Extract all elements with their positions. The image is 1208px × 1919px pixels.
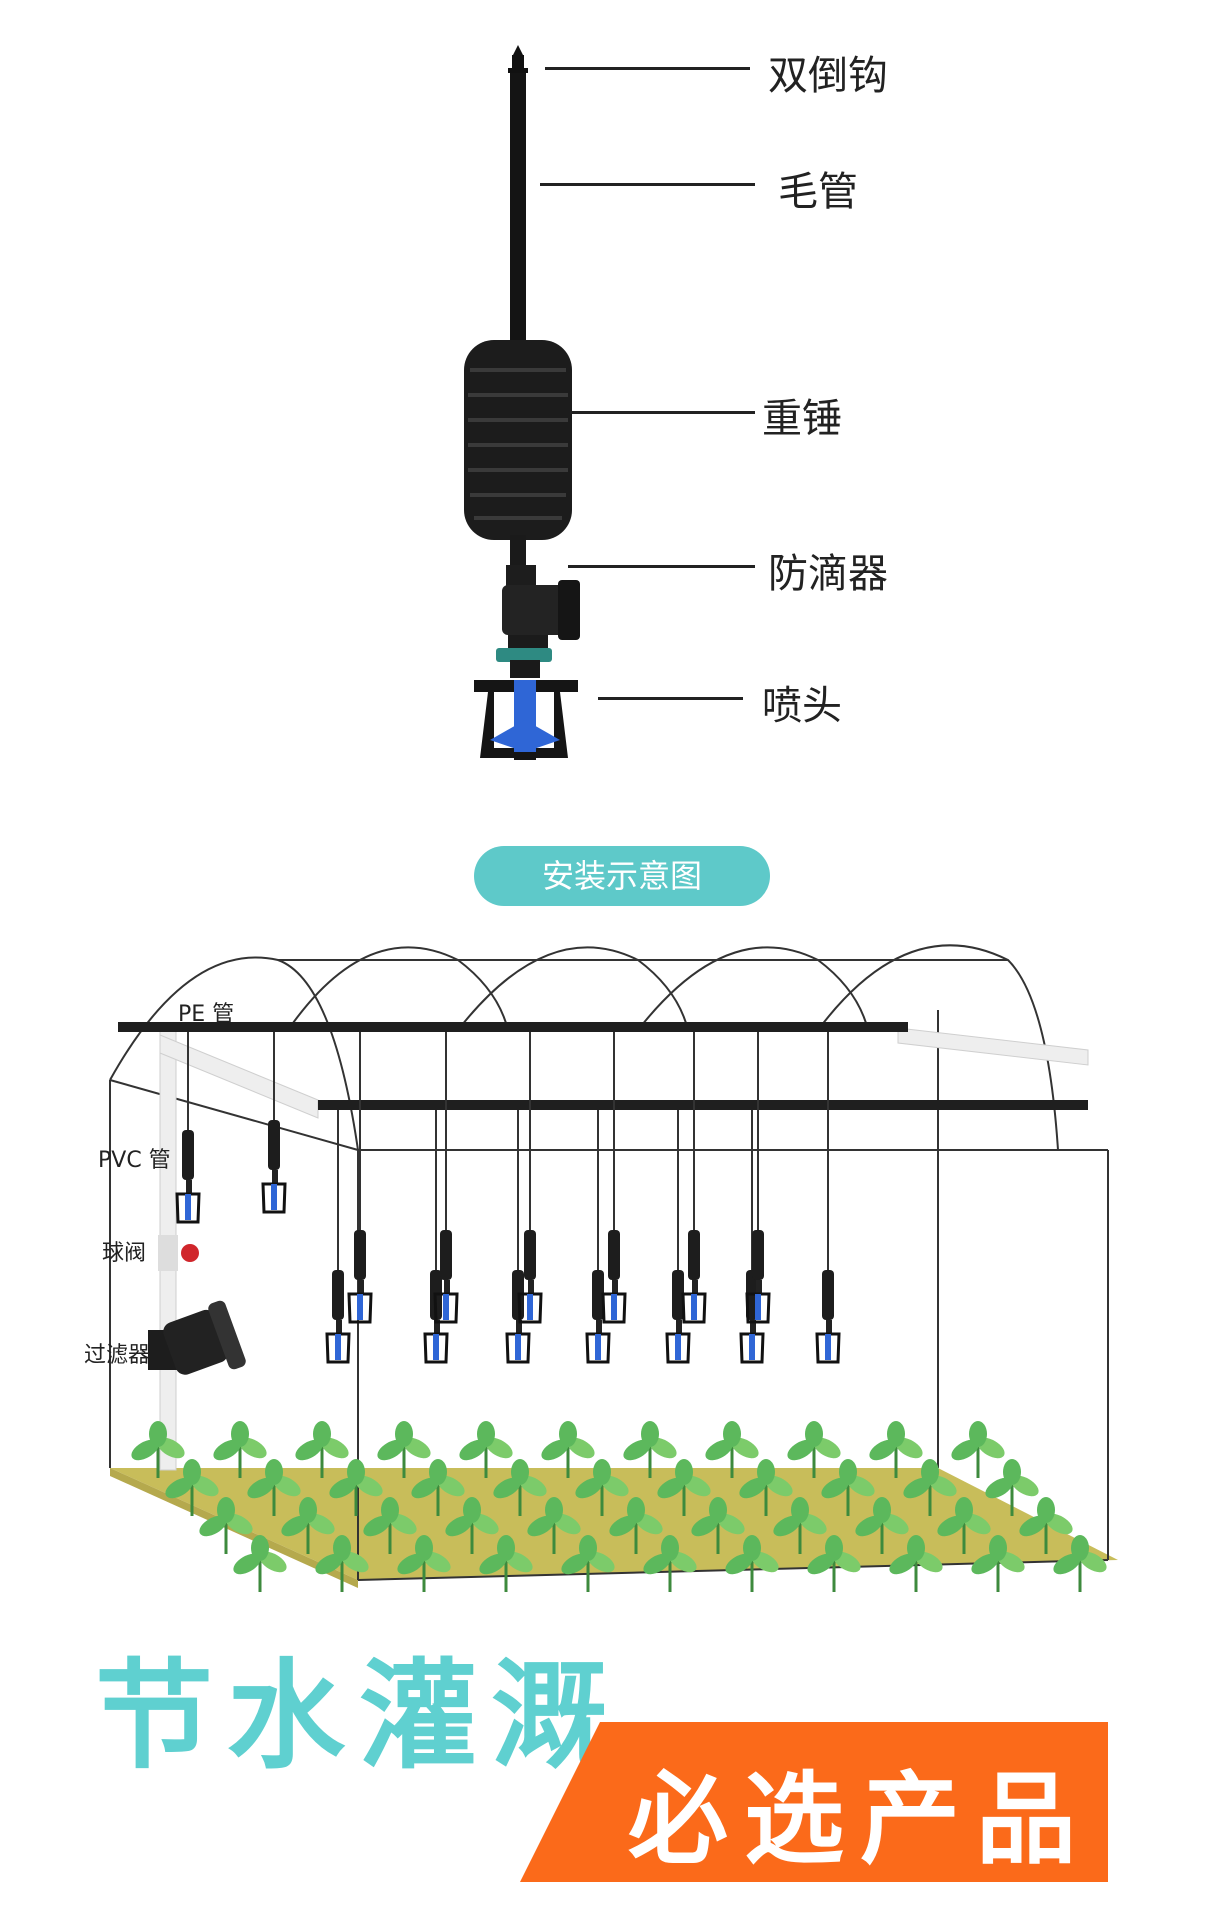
hanging-sprinkler — [681, 1032, 707, 1324]
label-pvc-pipe: PVC 管 — [98, 1148, 171, 1173]
crop-plant — [479, 1535, 533, 1592]
crop-plant — [527, 1497, 581, 1554]
hanging-sprinkler — [347, 1032, 373, 1324]
leader-capillary — [540, 183, 755, 186]
crop-plant — [363, 1497, 417, 1554]
hanging-sprinkler — [601, 1032, 627, 1324]
crop-plant — [821, 1459, 875, 1516]
crop-plant — [971, 1535, 1025, 1592]
crop-plant — [807, 1535, 861, 1592]
crop-plant — [739, 1459, 793, 1516]
hanging-sprinkler — [175, 1032, 201, 1224]
crop-plant — [411, 1459, 465, 1516]
leader-hook — [545, 67, 750, 70]
leader-nozzle — [598, 697, 743, 700]
hanging-sprinkler — [325, 1110, 351, 1364]
crop-plant — [575, 1459, 629, 1516]
crop-plant — [985, 1459, 1039, 1516]
crop-plant — [493, 1459, 547, 1516]
crop-plant — [855, 1497, 909, 1554]
crop-plant — [705, 1421, 759, 1478]
crop-plant — [397, 1535, 451, 1592]
crop-plant — [869, 1421, 923, 1478]
label-pe-pipe: PE 管 — [178, 1002, 235, 1027]
crop-plant — [903, 1459, 957, 1516]
crop-plant — [541, 1421, 595, 1478]
crop-plant — [643, 1535, 697, 1592]
label-filter: 过滤器 — [84, 1343, 151, 1368]
crop-plant — [725, 1535, 779, 1592]
label-weight: 重锤 — [762, 396, 842, 442]
crop-plant — [329, 1459, 383, 1516]
leader-weight — [570, 411, 755, 414]
hanging-sprinkler — [261, 1032, 287, 1214]
label-anti-drip: 防滴器 — [768, 551, 888, 597]
label-capillary: 毛管 — [778, 169, 858, 215]
crop-plant — [657, 1459, 711, 1516]
crop-plant — [1053, 1535, 1107, 1592]
crop-plant — [377, 1421, 431, 1478]
crop-plant — [247, 1459, 301, 1516]
crop-plant — [937, 1497, 991, 1554]
crop-plant — [295, 1421, 349, 1478]
orange-slogan-band — [520, 1722, 1108, 1882]
crop-plant — [623, 1421, 677, 1478]
crop-plant — [165, 1459, 219, 1516]
label-nozzle: 喷头 — [762, 683, 842, 729]
crop-plant — [561, 1535, 615, 1592]
crop-plant — [459, 1421, 513, 1478]
slogan-must-choose: 必选产品 — [628, 1761, 1092, 1878]
crop-plant — [131, 1421, 185, 1478]
hanging-sprinkler — [665, 1110, 691, 1364]
leader-anti-drip — [568, 565, 755, 568]
install-diagram-title: 安装示意图 — [474, 846, 770, 906]
hanging-sprinkler — [815, 1032, 841, 1364]
hanging-sprinkler — [517, 1032, 543, 1324]
hanging-sprinkler — [745, 1032, 771, 1324]
crop-plant — [199, 1497, 253, 1554]
crop-plant — [281, 1497, 335, 1554]
label-ball-valve: 球阀 — [102, 1241, 147, 1266]
crop-plant — [445, 1497, 499, 1554]
label-hook: 双倒钩 — [768, 53, 888, 99]
crop-plant — [315, 1535, 369, 1592]
slogan-water-saving: 节水灌溉 — [95, 1647, 624, 1785]
crop-plant — [773, 1497, 827, 1554]
crop-plant — [213, 1421, 267, 1478]
crop-plant — [233, 1535, 287, 1592]
hanging-sprinkler — [585, 1110, 611, 1364]
crop-plant — [889, 1535, 943, 1592]
crop-plant — [787, 1421, 841, 1478]
crop-plant — [691, 1497, 745, 1554]
crop-plant — [951, 1421, 1005, 1478]
crop-plant — [609, 1497, 663, 1554]
sprinkler-product-image — [464, 45, 580, 760]
crop-plant — [1019, 1497, 1073, 1554]
greenhouse-diagram: PE 管 PVC 管 球阀 过滤器 — [78, 920, 1118, 1600]
hanging-sprinkler — [433, 1032, 459, 1324]
